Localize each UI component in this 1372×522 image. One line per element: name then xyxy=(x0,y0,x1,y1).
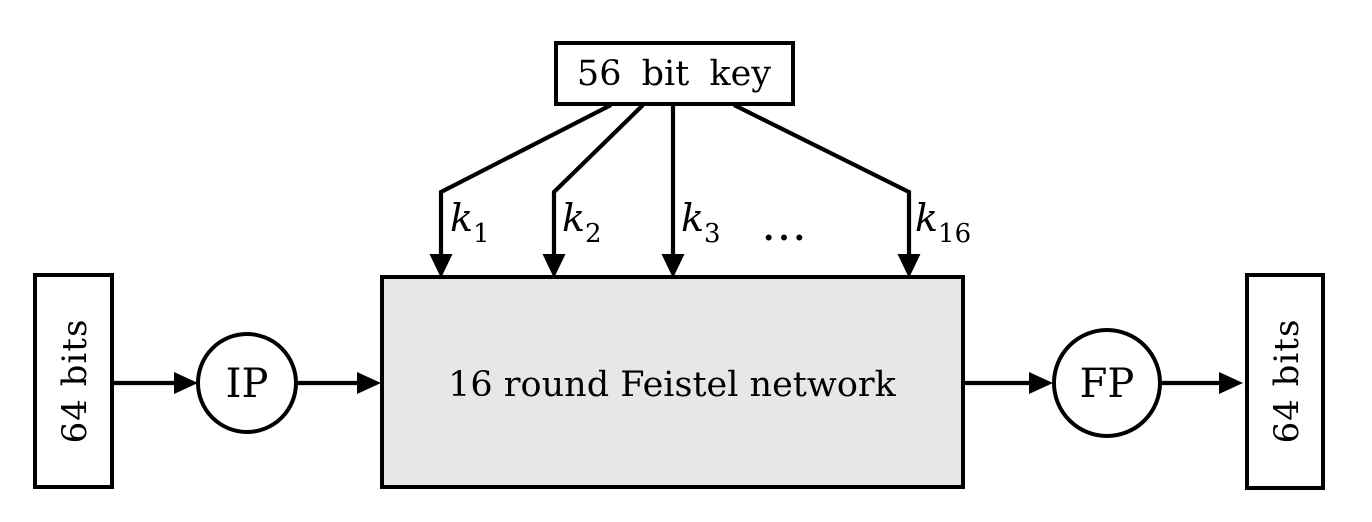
subkey-label-k3: k3 xyxy=(681,196,721,249)
fp-label: FP xyxy=(1080,361,1135,407)
subkey-arrowhead-k1 xyxy=(429,254,453,278)
subkey-label-k16: k16 xyxy=(915,196,971,249)
flow-arrowhead-ip-to-feistel xyxy=(357,372,381,394)
ip-label: IP xyxy=(226,361,269,407)
subkey-ellipsis: … xyxy=(761,197,811,251)
subkey-arrowhead-k16 xyxy=(897,254,921,278)
feistel-network-box xyxy=(380,275,965,489)
subkey-k16-sub: 16 xyxy=(938,219,971,249)
flow-arrowhead-input-to-ip xyxy=(174,372,198,394)
subkey-arrowhead-k3 xyxy=(661,254,685,278)
key-box xyxy=(554,41,795,106)
input-bits-box xyxy=(33,273,114,489)
subkey-arrowhead-k2 xyxy=(542,254,566,278)
feistel-network-label: 16 round Feistel network xyxy=(448,365,896,405)
flow-arrowhead-feistel-to-fp xyxy=(1029,372,1053,394)
fp-circle xyxy=(1052,328,1162,438)
subkey-arrow-k16 xyxy=(733,103,912,256)
subkey-label-k2: k2 xyxy=(562,196,602,249)
flow-arrowhead-fp-to-output xyxy=(1219,372,1243,394)
subkey-k3-sub: 3 xyxy=(704,219,721,249)
subkey-arrow-k1 xyxy=(438,103,612,256)
subkey-k1-sub: 1 xyxy=(473,219,490,249)
subkey-k1-base: k xyxy=(450,196,473,240)
key-box-label: 56 bit key xyxy=(577,54,771,94)
subkey-label-k1: k1 xyxy=(450,196,490,249)
subkey-k16-base: k xyxy=(915,196,938,240)
output-bits-box xyxy=(1245,273,1325,490)
subkey-k3-base: k xyxy=(681,196,704,240)
subkey-k2-base: k xyxy=(562,196,585,240)
output-bits-label: 64 bits xyxy=(1267,319,1307,444)
subkey-k2-sub: 2 xyxy=(585,219,602,249)
subkey-arrow-k2 xyxy=(551,103,645,256)
input-bits-label: 64 bits xyxy=(55,319,95,444)
